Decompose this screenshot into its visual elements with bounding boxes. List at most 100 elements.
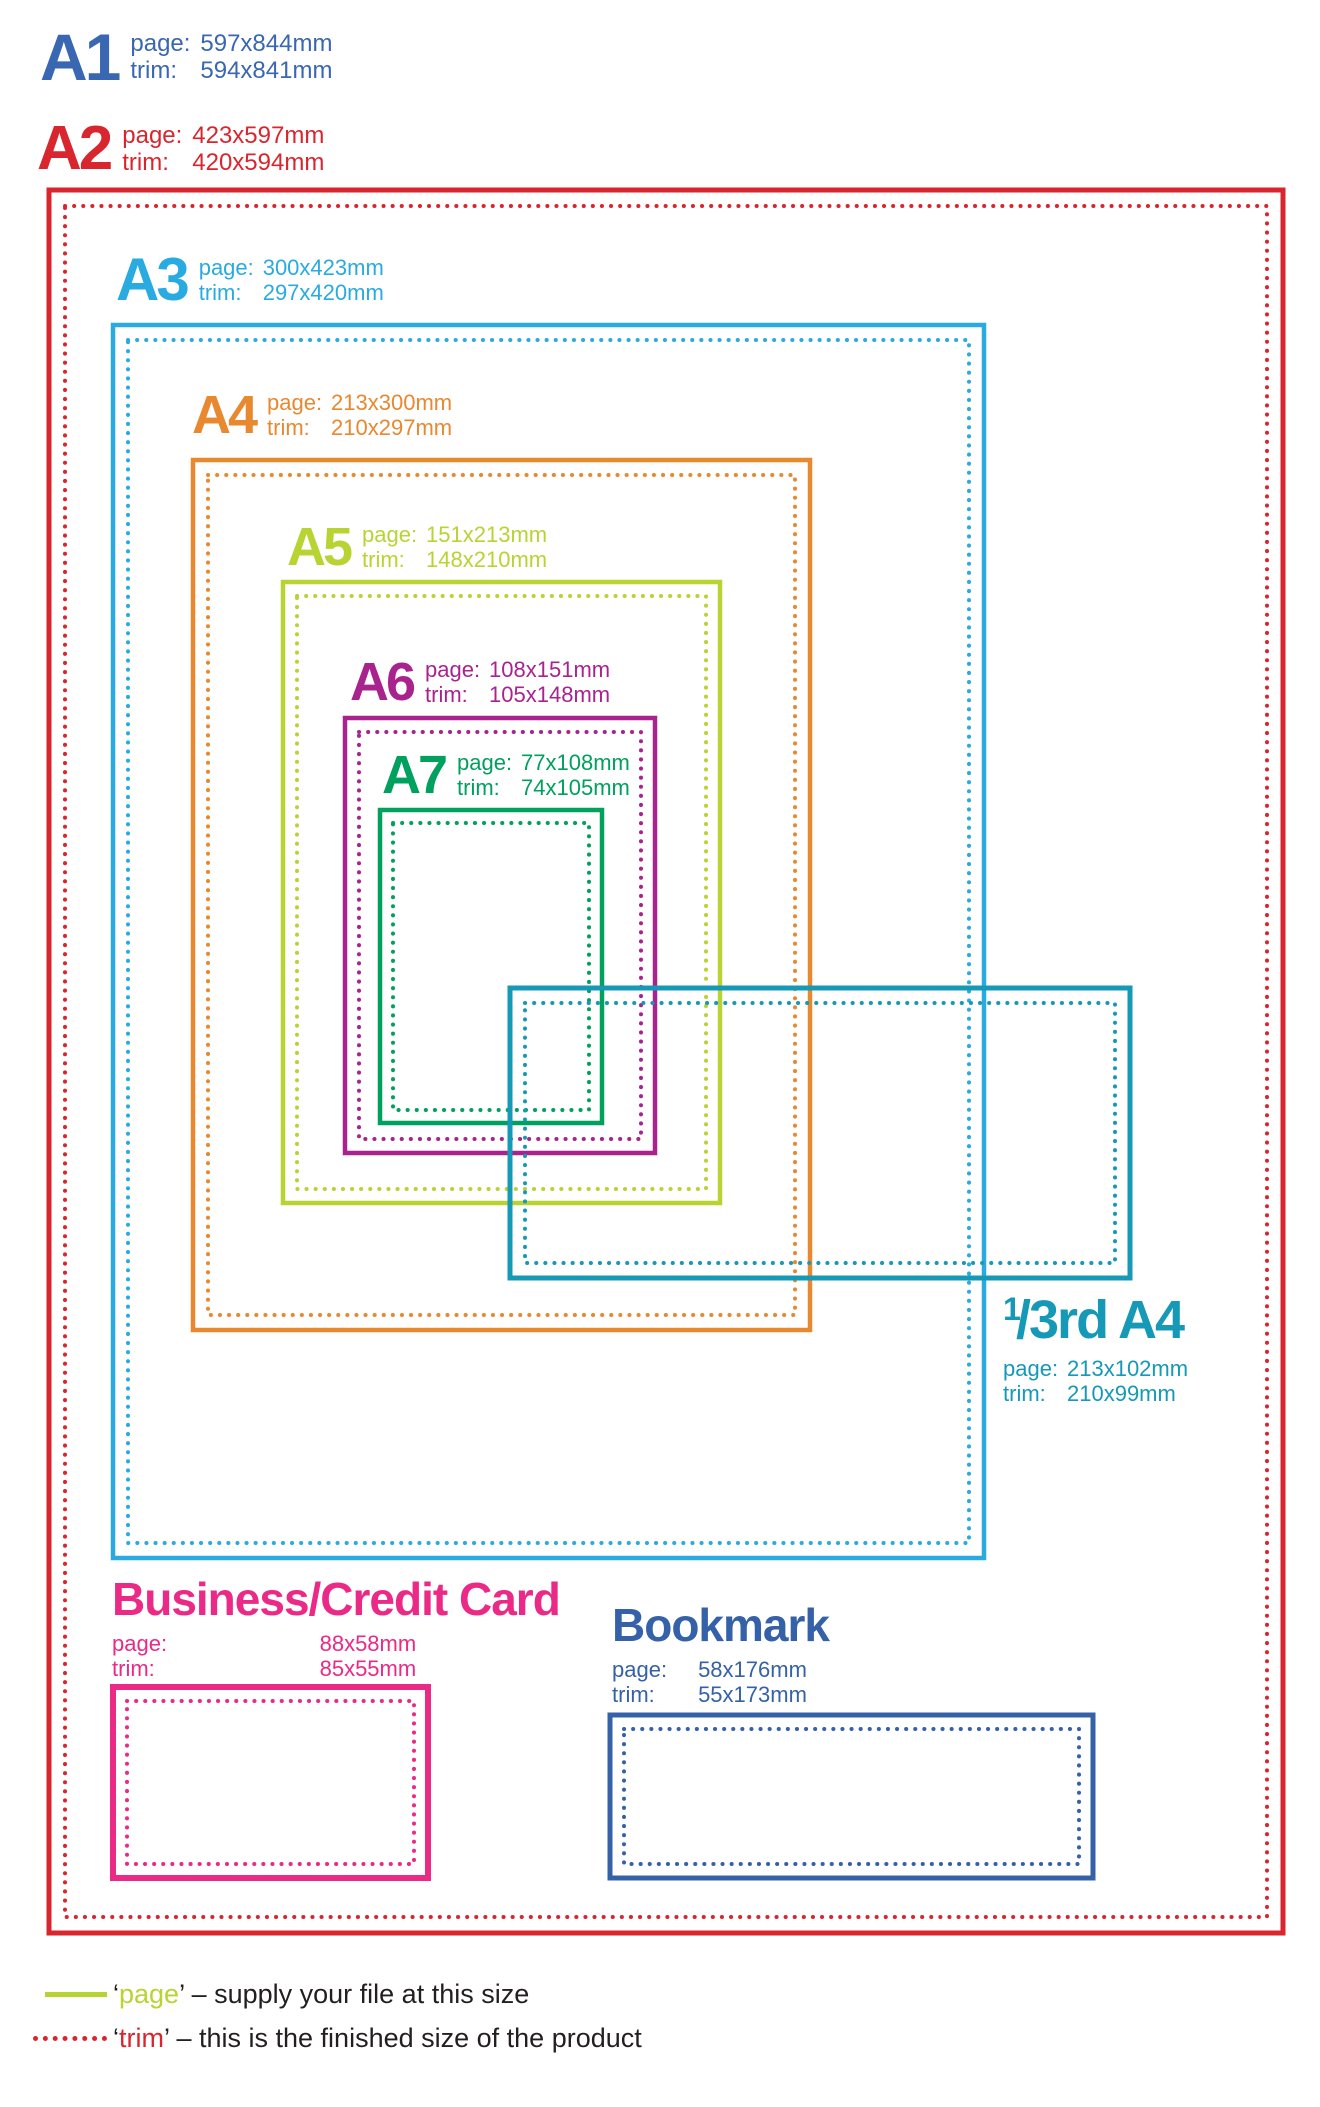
bookmark-trim-rect bbox=[622, 1727, 1081, 1866]
business-card-trim-rect bbox=[125, 1699, 416, 1866]
legend-page-description: ’ – supply your file at this size bbox=[179, 1979, 530, 2009]
page-word: page: bbox=[267, 390, 323, 415]
a4-label: A4 page: 213x300mm trim: 210x297mm bbox=[192, 388, 452, 442]
a1-trim-value: 594x841mm bbox=[200, 57, 333, 84]
third-a4-name-main: /3rd A4 bbox=[1016, 1290, 1185, 1350]
a3-page-value: 300x423mm bbox=[262, 255, 384, 280]
a4-size-name: A4 bbox=[192, 385, 258, 445]
third-a4-trim-value: 210x99mm bbox=[1067, 1381, 1176, 1406]
a2-page-value: 423x597mm bbox=[192, 122, 325, 149]
trim-word: trim: bbox=[1003, 1381, 1046, 1406]
a3-trim-value: 297x420mm bbox=[262, 280, 384, 305]
a6-page-rect bbox=[342, 715, 658, 1156]
third-a4-label: 1/3rd A4 page: 213x102mm trim: 210x99mm bbox=[1003, 1293, 1188, 1406]
a5-trim-value: 148x210mm bbox=[426, 547, 548, 572]
a3-dimensions: page: 300x423mm trim: 297x420mm bbox=[199, 255, 384, 305]
page-word: page: bbox=[112, 1631, 168, 1656]
a5-dimensions: page: 151x213mm trim: 148x210mm bbox=[362, 522, 547, 572]
a2-page-rect bbox=[46, 187, 1286, 1936]
business-card-page-rect bbox=[110, 1684, 431, 1881]
page-word: page: bbox=[457, 750, 513, 775]
bookmark-page-rect bbox=[607, 1712, 1096, 1881]
page-word: page: bbox=[122, 122, 183, 149]
third-a4-dimensions: page: 213x102mm trim: 210x99mm bbox=[1003, 1356, 1188, 1406]
trim-word: trim: bbox=[457, 775, 500, 800]
a5-page-value: 151x213mm bbox=[426, 522, 548, 547]
a4-dimensions: page: 213x300mm trim: 210x297mm bbox=[267, 390, 452, 440]
business-card-label: Business/Credit Card page: 88x58mm trim:… bbox=[112, 1573, 561, 1681]
a3-trim-rect bbox=[126, 338, 971, 1545]
a6-size-name: A6 bbox=[350, 652, 416, 712]
a3-label: A3 page: 300x423mm trim: 297x420mm bbox=[116, 250, 384, 310]
legend-trim-keyword: trim bbox=[119, 2023, 164, 2053]
open-quote: ‘ bbox=[113, 1979, 119, 2009]
bookmark-label: Bookmark page: 58x176mm trim: 55x173mm bbox=[612, 1599, 830, 1707]
legend-page-text: ‘page’ – supply your file at this size bbox=[113, 1979, 530, 2010]
a6-trim-value: 105x148mm bbox=[489, 682, 611, 707]
a6-page-value: 108x151mm bbox=[489, 657, 611, 682]
a1-dimensions: page: 597x844mm trim: 594x841mm bbox=[130, 30, 332, 84]
a6-dimensions: page: 108x151mm trim: 105x148mm bbox=[425, 657, 610, 707]
trim-word: trim: bbox=[122, 149, 169, 176]
a5-label: A5 page: 151x213mm trim: 148x210mm bbox=[287, 520, 547, 574]
business-card-page-value: 88x58mm bbox=[319, 1631, 417, 1656]
a7-dimensions: page: 77x108mm trim: 74x105mm bbox=[457, 750, 630, 800]
legend-page-row: ‘page’ – supply your file at this size bbox=[33, 1979, 530, 2010]
business-card-size-name: Business/Credit Card bbox=[112, 1573, 561, 1625]
page-word: page: bbox=[130, 30, 191, 57]
bookmark-page-value: 58x176mm bbox=[698, 1657, 807, 1682]
a4-page-value: 213x300mm bbox=[331, 390, 453, 415]
a2-label: A2 page: 423x597mm trim: 420x594mm bbox=[37, 118, 324, 180]
a1-label: A1 page: 597x844mm trim: 594x841mm bbox=[40, 24, 332, 90]
bookmark-size-name: Bookmark bbox=[612, 1599, 830, 1651]
third-a4-page-rect bbox=[507, 985, 1133, 1281]
page-word: page: bbox=[1003, 1356, 1059, 1381]
legend-trim-row: ‘trim’ – this is the finished size of th… bbox=[33, 2023, 642, 2054]
bookmark-dimensions: page: 58x176mm trim: 55x173mm bbox=[612, 1657, 829, 1707]
a4-trim-rect bbox=[206, 473, 797, 1317]
a2-trim-value: 420x594mm bbox=[192, 149, 325, 176]
third-a4-trim-rect bbox=[523, 1001, 1117, 1265]
a1-page-value: 597x844mm bbox=[200, 30, 333, 57]
business-card-trim-value: 85x55mm bbox=[319, 1656, 417, 1681]
a7-size-name: A7 bbox=[382, 745, 448, 805]
third-a4-page-value: 213x102mm bbox=[1067, 1356, 1189, 1381]
a7-label: A7 page: 77x108mm trim: 74x105mm bbox=[382, 748, 630, 802]
a1-size-name: A1 bbox=[40, 20, 121, 94]
trim-word: trim: bbox=[425, 682, 468, 707]
open-quote: ‘ bbox=[113, 2023, 119, 2053]
a3-size-name: A3 bbox=[116, 246, 190, 313]
trim-word: trim: bbox=[130, 57, 178, 84]
a4-trim-value: 210x297mm bbox=[331, 415, 453, 440]
page-word: page: bbox=[198, 255, 254, 280]
a7-trim-value: 74x105mm bbox=[521, 775, 630, 800]
a2-dimensions: page: 423x597mm trim: 420x594mm bbox=[122, 122, 324, 176]
page-word: page: bbox=[425, 657, 481, 682]
a2-trim-rect bbox=[63, 204, 1269, 1919]
trim-word: trim: bbox=[267, 415, 310, 440]
a6-label: A6 page: 108x151mm trim: 105x148mm bbox=[350, 655, 610, 709]
a5-page-rect bbox=[280, 579, 723, 1206]
trim-word: trim: bbox=[362, 547, 405, 572]
third-a4-numerator: 1 bbox=[1003, 1291, 1021, 1328]
third-a4-size-name: 1/3rd A4 bbox=[1003, 1293, 1188, 1347]
page-word: page: bbox=[612, 1657, 668, 1682]
legend-trim-description: ’ – this is the finished size of the pro… bbox=[163, 2023, 642, 2053]
bookmark-trim-value: 55x173mm bbox=[698, 1682, 807, 1707]
a7-page-rect bbox=[377, 807, 605, 1126]
trim-word: trim: bbox=[112, 1656, 155, 1681]
legend-trim-text: ‘trim’ – this is the finished size of th… bbox=[113, 2023, 642, 2054]
a3-page-rect bbox=[110, 322, 987, 1561]
a5-size-name: A5 bbox=[287, 517, 353, 577]
business-card-dimensions: page: 88x58mm trim: 85x55mm bbox=[112, 1631, 560, 1681]
legend-page-keyword: page bbox=[119, 1979, 180, 2009]
a7-page-value: 77x108mm bbox=[521, 750, 630, 775]
a2-size-name: A2 bbox=[37, 114, 113, 183]
a6-trim-rect bbox=[357, 730, 643, 1141]
page-line-swatch bbox=[45, 1992, 107, 1998]
trim-line-swatch bbox=[33, 2036, 107, 2042]
page-word: page: bbox=[362, 522, 418, 547]
a7-trim-rect bbox=[391, 821, 591, 1112]
